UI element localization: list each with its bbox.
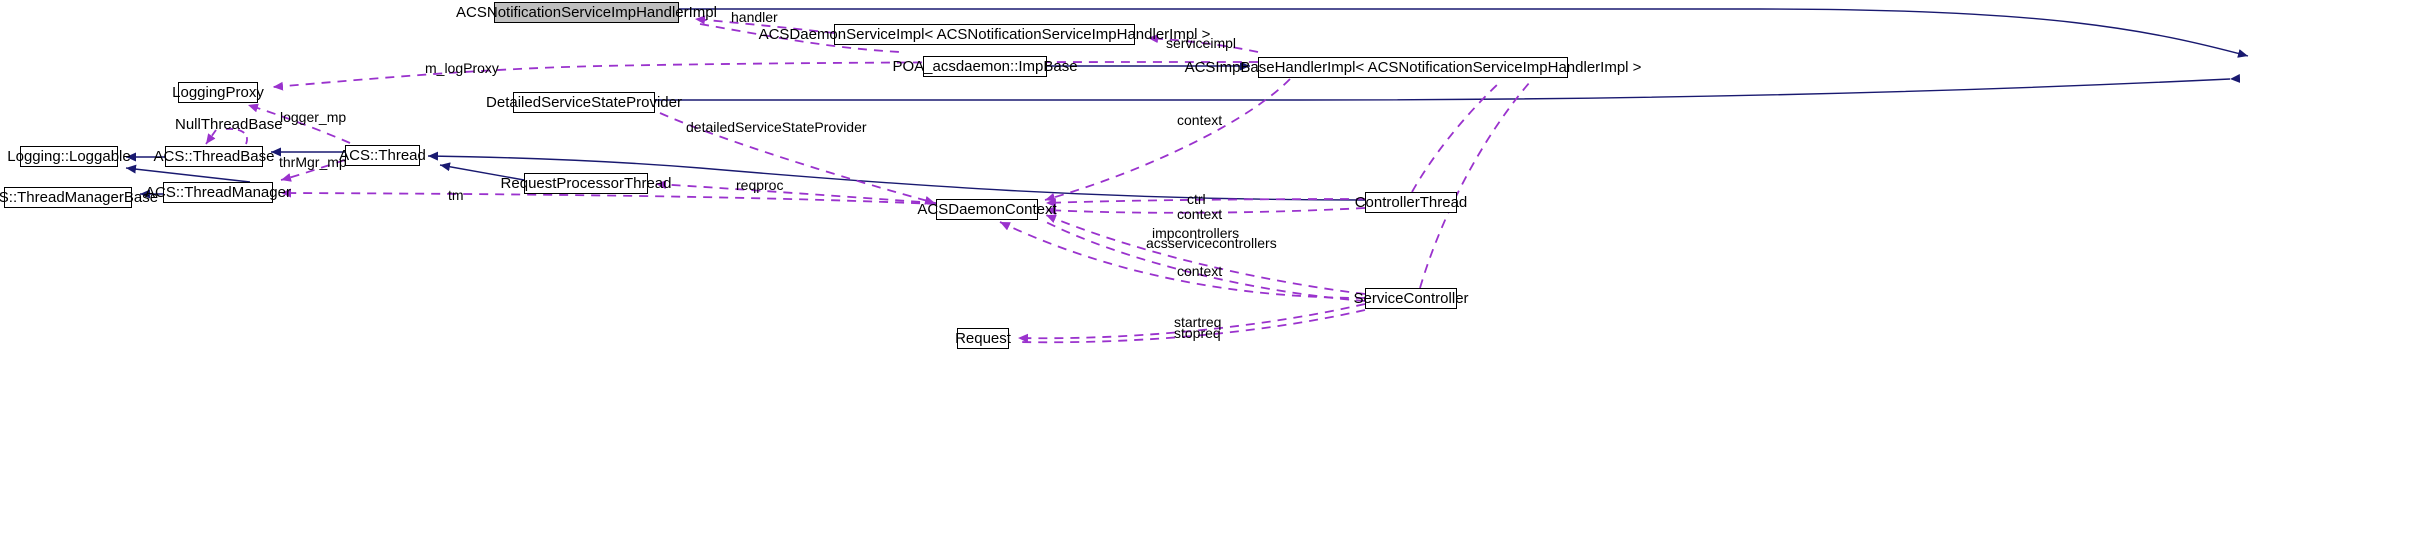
edge-usage-logger-mp	[247, 103, 351, 144]
edge-usage-handler	[694, 15, 835, 34]
edge-label-m-log-proxy: m_logProxy	[425, 60, 499, 76]
node-service-controller[interactable]: ServiceController	[1353, 288, 1469, 309]
edge-label-context-top: context	[1177, 112, 1223, 128]
edge-label-acsservicecontrollers: acsservicecontrollers	[1146, 235, 1277, 251]
edge-usage-serviceimpl	[1147, 34, 1259, 53]
node-acs-thread-manager[interactable]: ACS::ThreadManager	[145, 182, 291, 203]
edge-label-tm: tm	[448, 187, 464, 203]
edge-label-ctrl: ctrl	[1187, 191, 1206, 207]
edge-usage-thrmgr-mp	[280, 159, 346, 182]
edge-usage-notification-lower	[699, 23, 901, 53]
node-acs-notification-service-imp-handler-impl[interactable]: ACSNotificationServiceImpHandlerImpl	[456, 2, 717, 23]
label-null-thread-base: NullThreadBase	[175, 116, 283, 133]
edge-label-logger-mp: logger_mp	[280, 109, 347, 125]
node-acs-daemon-service-impl[interactable]: ACSDaemonServiceImpl< ACSNotificationSer…	[758, 24, 1211, 45]
node-acs-thread-base[interactable]: ACS::ThreadBase	[153, 146, 275, 167]
edge-usage-mlogproxy	[272, 61, 1259, 91]
edge-inherit-reqprocthread-to-thread	[439, 162, 525, 181]
edge-usage-servicecontroller-to-impbase	[1419, 81, 1531, 289]
edge-label-serviceimpl: serviceimpl	[1166, 35, 1237, 51]
node-request[interactable]: Request	[955, 328, 1011, 349]
node-acs-imp-base-handler-impl[interactable]: ACSImpBaseHandlerImpl< ACSNotificationSe…	[1184, 57, 1642, 78]
node-poa-acsdaemon-imp-base[interactable]: POA_acsdaemon::ImpBase	[892, 56, 1078, 77]
edge-usage-tm	[280, 188, 937, 205]
edge-usage-context-bottom	[999, 221, 1366, 299]
edge-label-detailed-service-state-provider: detailedServiceStateProvider	[686, 119, 867, 135]
edge-label-context-bottom: context	[1177, 263, 1223, 279]
node-logging-proxy[interactable]: LoggingProxy	[172, 82, 264, 103]
edge-label-stopreq: stopreq	[1174, 325, 1221, 341]
node-controller-thread[interactable]: ControllerThread	[1354, 192, 1468, 213]
edge-inherit-detailed-to-impbase	[655, 74, 2241, 101]
edge-label-reqproc: reqproc	[736, 177, 784, 193]
edge-usage-startreq	[1017, 303, 1366, 343]
edge-usage-impcontrollers	[1045, 214, 1366, 295]
node-request-processor-thread[interactable]: RequestProcessorThread	[500, 173, 672, 194]
edge-usage-stopreq	[1019, 309, 1366, 344]
edge-usage-reqproc	[655, 180, 937, 204]
edge-inherit-notification-to-impbase	[679, 8, 2249, 58]
edge-label-impcontrollers: impcontrollers	[1152, 225, 1240, 241]
edge-label-handler: handler	[731, 9, 778, 25]
edge-usage-controllerthread-to-impbase	[1411, 81, 1501, 193]
node-logging-loggable[interactable]: Logging::Loggable	[7, 146, 131, 167]
edge-label-context-mid: context	[1177, 206, 1223, 222]
node-acs-daemon-context[interactable]: ACSDaemonContext	[917, 199, 1057, 220]
edge-label-startreq: startreq	[1174, 314, 1222, 330]
edge-inherit-controllerthread-to-thread	[427, 151, 1366, 201]
node-acs-thread-manager-base[interactable]: ACS::ThreadManagerBase	[0, 187, 159, 208]
node-acs-thread[interactable]: ACS::Thread	[339, 145, 426, 166]
edge-label-thr-mgr-mp: thrMgr_mp	[279, 154, 347, 170]
edge-inherit-threadmanager-to-loggable	[125, 164, 251, 183]
edge-usage-acsservicecontrollers	[1041, 219, 1366, 302]
edge-usage-nullthreadbase-arrow	[205, 129, 217, 145]
node-detailed-service-state-provider[interactable]: DetailedServiceStateProvider	[486, 92, 682, 113]
edge-usage-context-top	[1044, 78, 1291, 202]
edge-usage-detailed-provider	[659, 112, 936, 205]
edge-usage-nullthreadbase	[225, 128, 248, 145]
